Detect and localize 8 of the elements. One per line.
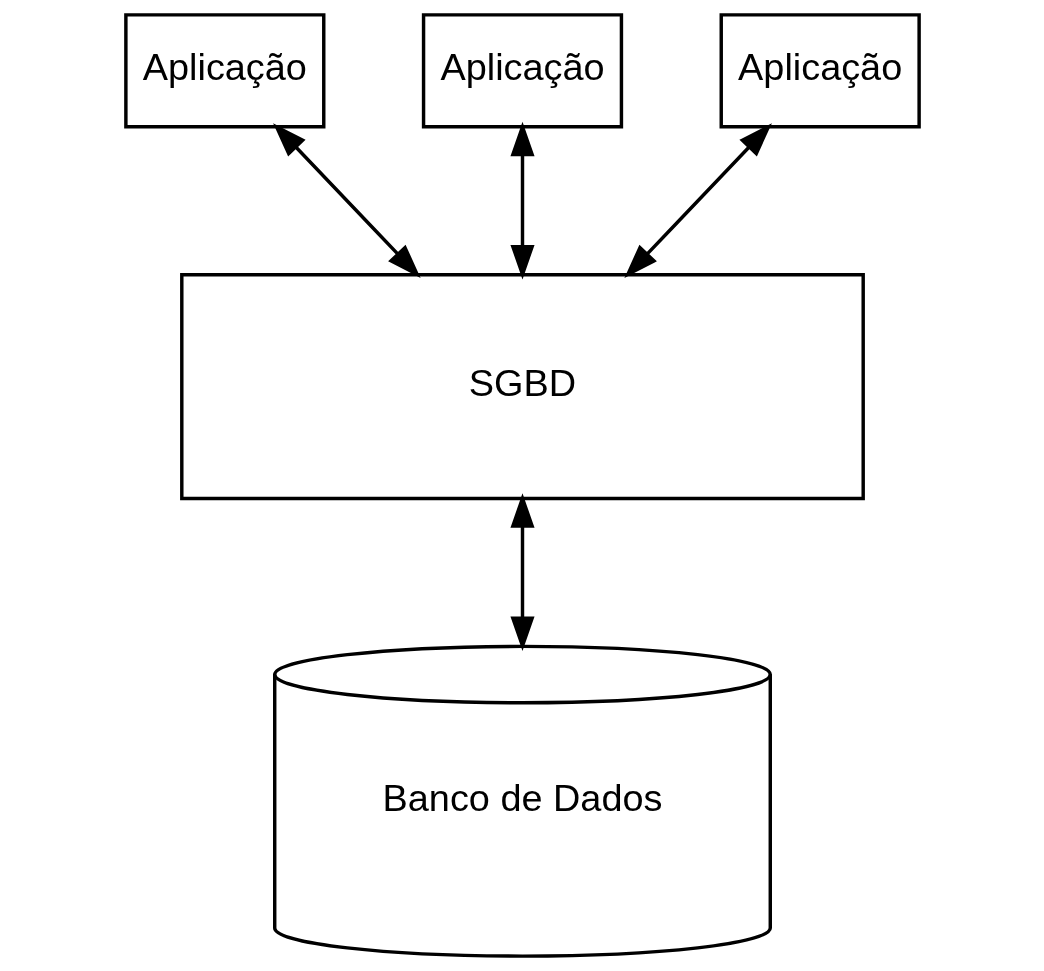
arrow <box>272 123 421 278</box>
node-box: SGBD <box>179 273 865 501</box>
node-box: Aplicação <box>123 13 325 129</box>
node-box: Aplicação <box>421 13 623 129</box>
arrow <box>509 493 535 651</box>
node-box: Aplicação <box>719 13 921 129</box>
arrow <box>509 121 535 280</box>
arrow <box>623 123 772 278</box>
